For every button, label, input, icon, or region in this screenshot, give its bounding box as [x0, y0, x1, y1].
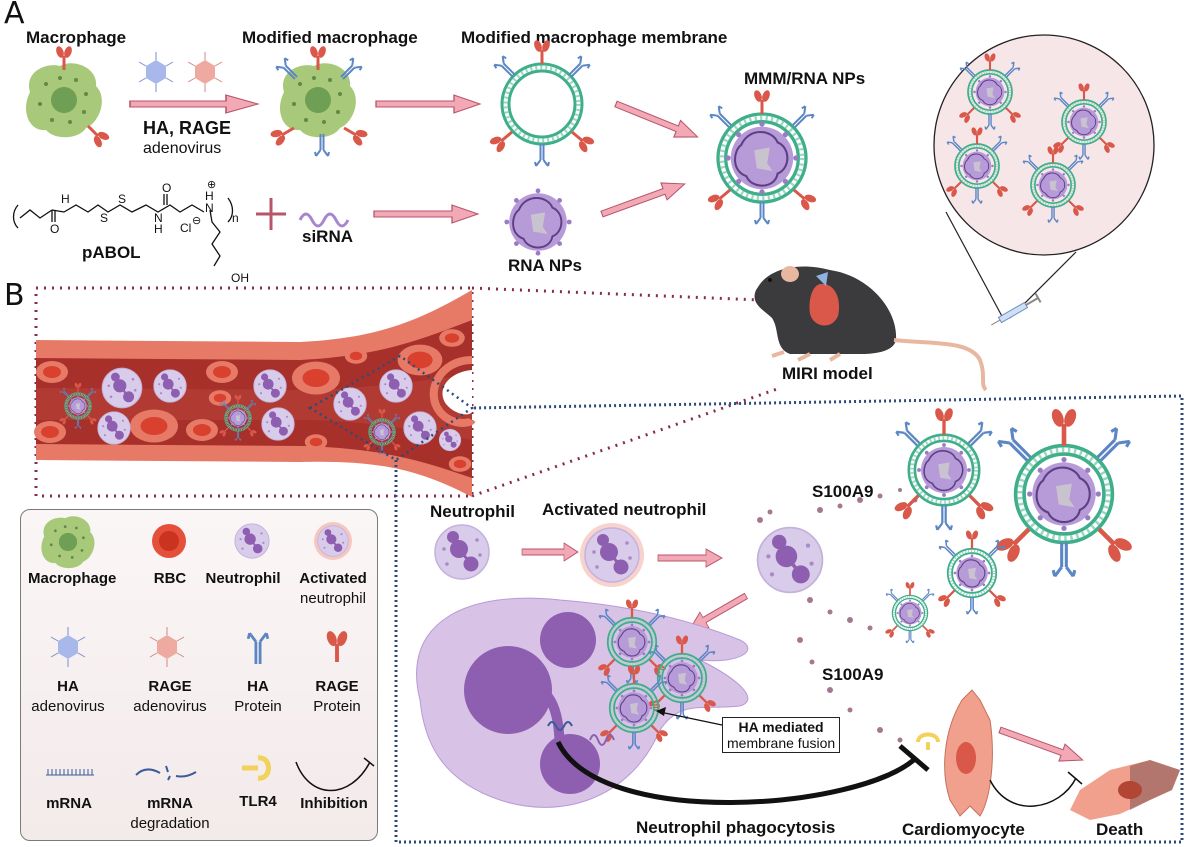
atom-o1: O: [50, 222, 59, 236]
rage-protein-icon: [322, 627, 352, 664]
inhibition-icon: [295, 757, 375, 792]
rna-nps-label: RNA NPs: [508, 256, 582, 275]
mouse-miri-model: [754, 266, 988, 392]
adenovirus-label: adenovirus: [143, 140, 222, 157]
ha-mediated-fusion-annotation: HA mediated membrane fusion: [722, 717, 841, 753]
s100a9-top-label: S100A9: [812, 482, 874, 501]
miri-model-label: MIRI model: [782, 364, 873, 383]
mrna-degradation-icon: [135, 765, 197, 781]
neutrophil-icon: [233, 522, 271, 560]
sirna-label: siRNA: [302, 227, 354, 246]
modified-membrane-label: Modified macrophage membrane: [461, 28, 728, 47]
legend-item-macrophage-title: Macrophage: [28, 570, 117, 587]
legend-item-mrna-title: mRNA: [46, 795, 92, 812]
pabol-label: pABOL: [82, 243, 141, 262]
legend-item-mrna-degradation-subtitle: degradation: [130, 815, 210, 832]
legend-item-rage-adenovirus-title: RAGE: [148, 678, 192, 695]
atom-n-sub: n: [232, 211, 239, 225]
legend-item-inhibition-title: Inhibition: [300, 795, 368, 812]
activated-neutrophil-cell: [580, 523, 644, 587]
legend-item-neutrophil-title: Neutrophil: [205, 570, 281, 587]
legend-item-rage-adenovirus-subtitle: adenovirus: [133, 698, 207, 715]
tlr4-icon: [242, 755, 271, 781]
cardiomyocyte-label: Cardiomyocyte: [902, 820, 1025, 839]
legend-item-activated-subtitle: neutrophil: [300, 590, 366, 607]
atom-n1: N: [154, 211, 163, 225]
mrna-icon: [46, 769, 94, 776]
modified-macrophage-label: Modified macrophage: [242, 28, 418, 47]
macrophage-icon: [41, 516, 95, 569]
legend-item-rbc-title: RBC: [153, 570, 187, 587]
mmm-rna-nps-label: MMM/RNA NPs: [744, 69, 866, 88]
ha-protein-icon: [246, 631, 270, 666]
atom-h1: H: [61, 192, 70, 206]
legend-item-rage-protein-title: RAGE: [315, 678, 359, 695]
atom-o2: O: [162, 181, 171, 195]
legend-item-tlr4-title: TLR4: [239, 793, 277, 810]
panel-a-letter: A: [4, 0, 25, 31]
cardiomyocyte-cell: [944, 689, 993, 817]
rbc-icon: [152, 524, 186, 558]
neutrophil-label: Neutrophil: [430, 502, 515, 521]
ha-rage-label: HA, RAGE: [143, 118, 232, 138]
legend-item-ha-protein-subtitle: Protein: [234, 698, 282, 715]
plus-symbol: [256, 198, 286, 230]
zoom-region: [307, 354, 475, 462]
legend-item-ha-adenovirus-subtitle: adenovirus: [31, 698, 105, 715]
rage-adenovirus-icon: [149, 626, 185, 668]
ha-mediated-line2: membrane fusion: [727, 735, 836, 751]
legend-item-ha-protein-title: HA: [247, 678, 269, 695]
atom-n2: N: [205, 201, 214, 215]
death-label: Death: [1096, 820, 1144, 839]
charge-plus: ⊕: [207, 179, 216, 191]
panel-b-letter: B: [4, 278, 25, 313]
macrophage-label: Macrophage: [26, 28, 127, 47]
atom-h2: H: [154, 222, 163, 236]
atom-h3: H: [205, 189, 214, 203]
activated-neutrophil-label: Activated neutrophil: [542, 500, 707, 519]
ha-mediated-line1: HA mediated: [738, 719, 824, 735]
s100a9-bottom-label: S100A9: [822, 665, 884, 684]
inhibition-curve: [555, 740, 918, 805]
syringe-icon: [991, 293, 1042, 326]
activated-neutrophil-icon: [314, 522, 352, 560]
legend-item-activated-title: Activated: [299, 570, 367, 587]
tlr4-receptor: [916, 732, 940, 750]
atom-oh: OH: [231, 271, 249, 285]
dead-cardiomyocyte: [1070, 760, 1180, 820]
phagocytic-neutrophil: [416, 597, 749, 808]
pabol-structure: [12, 194, 234, 267]
atom-s1: S: [100, 211, 108, 225]
charge-minus: ⊖: [192, 215, 201, 227]
sirna-icon: [298, 212, 350, 228]
legend-item-mrna-degradation-title: mRNA: [147, 795, 193, 812]
ha-adenovirus-icon: [50, 626, 86, 668]
neutrophil-phagocytosis-label: Neutrophil phagocytosis: [636, 818, 836, 837]
inhibition-small: [989, 777, 1077, 807]
legend-item-ha-adenovirus-title: HA: [57, 678, 79, 695]
atom-cl: Cl: [180, 221, 191, 235]
legend-item-rage-protein-subtitle: Protein: [313, 698, 361, 715]
atom-s2: S: [118, 192, 126, 206]
